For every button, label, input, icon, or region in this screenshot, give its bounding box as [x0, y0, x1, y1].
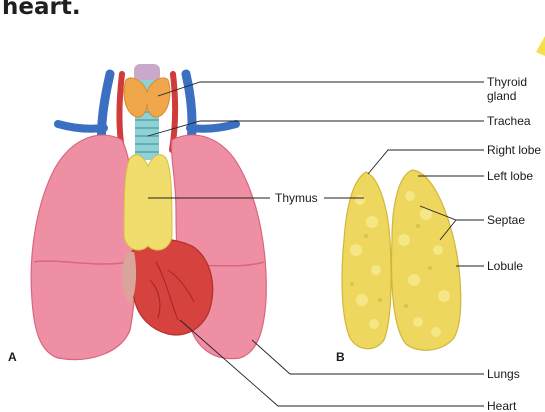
thymus-left-lobe: [392, 170, 461, 350]
label-heart: Heart: [487, 399, 517, 412]
label-trachea: Trachea: [487, 114, 531, 128]
label-lungs: Lungs: [487, 367, 520, 381]
label-thyroid-line2: gland: [487, 89, 516, 103]
leader-right-lobe: [368, 150, 484, 174]
subclavian-vein-right: [190, 124, 236, 129]
subclavian-vein-left: [58, 124, 104, 129]
figure-b-illustration: [342, 170, 461, 350]
label-thymus: Thymus: [275, 191, 318, 205]
heart-illustration: [130, 239, 213, 335]
larynx: [134, 64, 160, 82]
figure-a-illustration: [31, 64, 266, 360]
label-right-lobe: Right lobe: [487, 143, 541, 157]
label-lobule: Lobule: [487, 259, 523, 273]
corner-highlight: [536, 36, 545, 56]
thymus-right-lobe: [342, 172, 391, 349]
page-heading: heart.: [2, 0, 81, 20]
thymus-gland-a: [124, 155, 172, 250]
panel-label-a: A: [8, 350, 17, 364]
label-septae: Septae: [487, 213, 525, 227]
panel-label-b: B: [336, 350, 345, 364]
label-left-lobe: Left lobe: [487, 169, 533, 183]
lung-left: [31, 135, 136, 359]
label-thyroid-line1: Thyroid: [487, 75, 527, 89]
leader-thyroid: [158, 82, 484, 96]
